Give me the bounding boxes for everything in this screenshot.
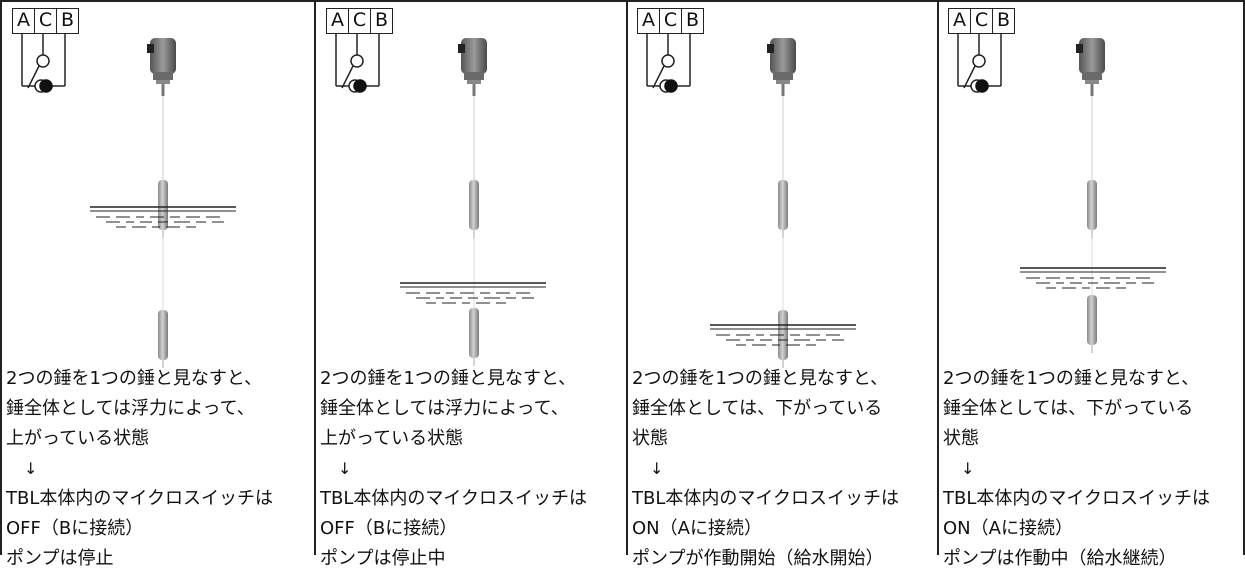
desc-line-5: ON（Aに接続） [943, 518, 1073, 539]
desc-line-3: 上がっている状態 [6, 428, 150, 449]
lower-weight-icon [777, 309, 789, 369]
sensor-head-icon [765, 36, 798, 98]
terminal-c-label: C [35, 9, 57, 33]
terminal-b-label: B [60, 9, 75, 31]
sensor-head-icon [145, 36, 178, 98]
switch-schematic-icon [21, 33, 66, 93]
lower-weight-icon [468, 307, 480, 367]
switch-schematic-icon [335, 33, 380, 93]
terminal-a-label: A [638, 9, 660, 33]
down-arrow-icon: ↓ [650, 459, 664, 478]
water-surface-icon [1019, 267, 1167, 289]
terminal-b-label: B [996, 9, 1011, 31]
upper-weight-icon [1086, 179, 1098, 239]
lower-weight-icon [157, 309, 169, 369]
desc-line-4: TBL本体内のマイクロスイッチは [632, 488, 900, 509]
terminal-b-label: B [374, 9, 389, 31]
desc-line-3: 状態 [943, 428, 979, 449]
desc-line-1: 2つの錘を1つの錘と見なすと、 [632, 368, 889, 389]
desc-line-2: 錘全体としては浮力によって、 [6, 398, 255, 419]
desc-line-1: 2つの錘を1つの錘と見なすと、 [320, 368, 577, 389]
down-arrow-icon: ↓ [24, 459, 38, 478]
upper-weight-icon [157, 179, 169, 239]
sensor-head-icon [456, 36, 489, 98]
desc-line-5: OFF（Bに接続） [320, 518, 458, 539]
desc-line-5: OFF（Bに接続） [6, 518, 144, 539]
panel-divider [937, 0, 939, 555]
sensor-head-icon [1074, 36, 1107, 98]
desc-line-1: 2つの錘を1つの錘と見なすと、 [943, 368, 1200, 389]
switch-schematic-icon [646, 33, 691, 93]
panel-3-description: 2つの錘を1つの錘と見なすと、 錘全体としては、下がっている 状態 ↓ TBL本… [632, 364, 899, 574]
panel-divider [626, 0, 628, 555]
desc-line-2: 錘全体としては浮力によって、 [320, 398, 569, 419]
down-arrow-icon: ↓ [961, 459, 975, 478]
desc-line-2: 錘全体としては、下がっている [943, 398, 1194, 419]
terminal-c-label: C [971, 9, 993, 33]
desc-line-4: TBL本体内のマイクロスイッチは [943, 488, 1211, 509]
desc-line-4: TBL本体内のマイクロスイッチは [6, 488, 274, 509]
terminal-c-label: C [660, 9, 682, 33]
down-arrow-icon: ↓ [338, 459, 352, 478]
panel-divider [314, 0, 316, 555]
desc-line-3: 状態 [632, 428, 668, 449]
top-border [0, 0, 1245, 2]
terminal-a-label: A [327, 9, 349, 33]
terminal-box: A C B [637, 8, 704, 34]
panel-border [0, 0, 2, 555]
desc-line-5: ON（Aに接続） [632, 518, 762, 539]
lower-weight-icon [1086, 294, 1098, 354]
water-surface-icon [399, 282, 547, 304]
terminal-box: A C B [948, 8, 1015, 34]
upper-weight-icon [468, 179, 480, 239]
terminal-box: A C B [12, 8, 79, 34]
switch-schematic-icon [957, 33, 1002, 93]
upper-weight-icon [777, 179, 789, 239]
terminal-b-label: B [685, 9, 700, 31]
terminal-a-label: A [13, 9, 35, 33]
terminal-a-label: A [949, 9, 971, 33]
terminal-c-label: C [349, 9, 371, 33]
diagram-artwork [21, 33, 1167, 369]
panel-1-description: 2つの錘を1つの錘と見なすと、 錘全体としては浮力によって、 上がっている状態 … [6, 364, 273, 574]
desc-line-4: TBL本体内のマイクロスイッチは [320, 488, 588, 509]
desc-line-2: 錘全体としては、下がっている [632, 398, 883, 419]
panel-border [1243, 0, 1245, 555]
desc-line-3: 上がっている状態 [320, 428, 464, 449]
desc-line-1: 2つの錘を1つの錘と見なすと、 [6, 368, 263, 389]
terminal-box: A C B [326, 8, 393, 34]
